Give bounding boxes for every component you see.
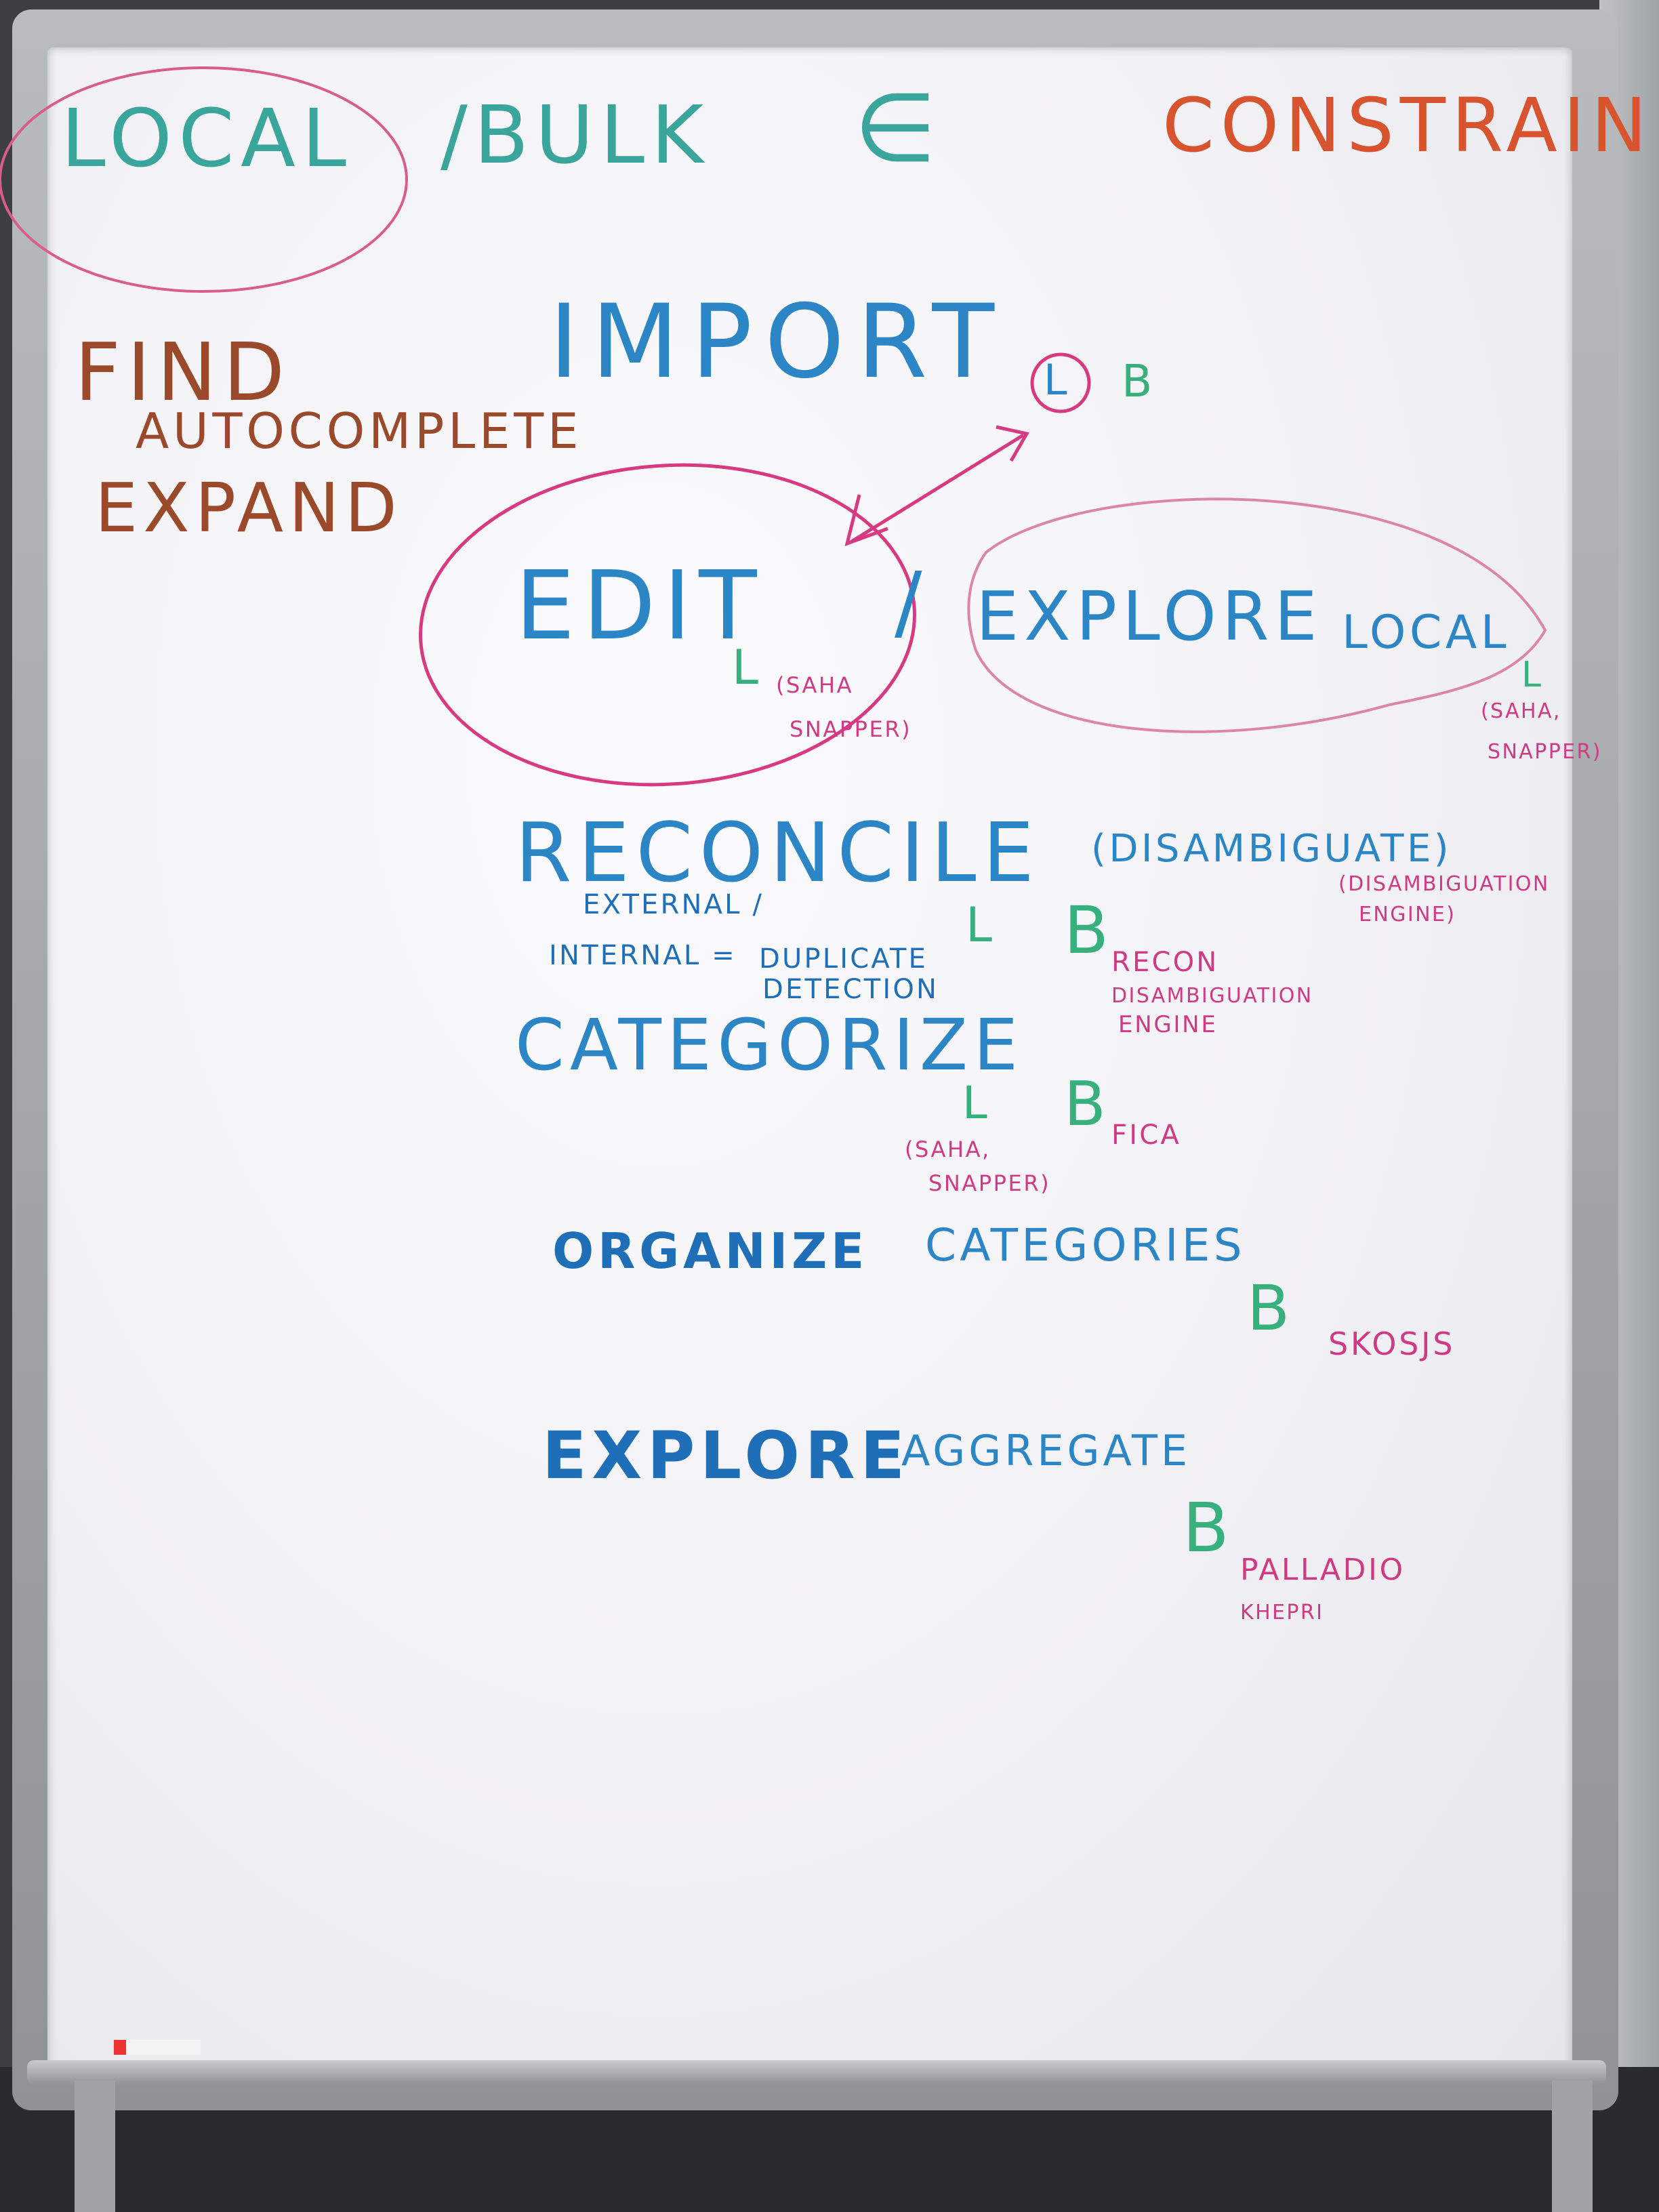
local-circle — [0, 66, 408, 293]
categorize-bulk-marker: B — [1064, 1069, 1111, 1140]
find-autocomplete: AUTOCOMPLETE — [136, 403, 583, 459]
explore-local-word: LOCAL — [1342, 606, 1511, 659]
organize-categories: CATEGORIES — [925, 1219, 1246, 1271]
import-title: IMPORT — [549, 283, 1007, 401]
edit-import-arrow — [849, 433, 1025, 544]
categorize-b-tool: FICA — [1111, 1120, 1181, 1151]
reconcile-duplicate: DUPLICATE — [759, 943, 928, 975]
edit-slash: / — [895, 556, 929, 650]
edit-circle — [419, 463, 916, 787]
import-bulk-marker: B — [1122, 355, 1156, 407]
edit-tools-line2: SNAPPER) — [790, 716, 912, 742]
categorize-tools-line1: (SAHA, — [905, 1136, 991, 1162]
explore-local-circle — [967, 497, 1547, 733]
find-expand: EXPAND — [95, 468, 403, 548]
whiteboard-surface — [47, 47, 1572, 2074]
categorize-local-marker: L — [962, 1077, 991, 1129]
explore-local-tools-line1: (SAHA, — [1481, 699, 1561, 723]
reconcile-disambiguate: (DISAMBIGUATE) — [1091, 827, 1452, 871]
import-local-marker: L — [1044, 355, 1071, 405]
explore-local-tools-line2: SNAPPER) — [1488, 740, 1602, 764]
marker-tray — [27, 2060, 1606, 2085]
stand-leg-left — [75, 2081, 115, 2212]
reconcile-local-marker: L — [966, 897, 996, 953]
explore-local-marker: L — [1521, 655, 1544, 695]
edit-title: EDIT — [515, 551, 764, 661]
reconcile-engine-line1: (DISAMBIGUATION — [1338, 872, 1550, 896]
organize-bulk-marker: B — [1247, 1272, 1295, 1345]
explore-aggregate-tool1: PALLADIO — [1240, 1553, 1406, 1587]
arrow-head-import — [996, 425, 1029, 462]
categorize-tools-line2: SNAPPER) — [928, 1170, 1051, 1196]
reconcile-detection: DETECTION — [762, 974, 939, 1005]
reconcile-bulk-marker: B — [1064, 893, 1114, 968]
explore-aggregate-title: EXPLORE — [542, 1418, 910, 1494]
reconcile-engine-line2: ENGINE) — [1359, 903, 1456, 926]
header-element-of: ∈ — [854, 73, 945, 184]
reconcile-external: EXTERNAL / — [583, 889, 764, 920]
reconcile-b-line3: ENGINE — [1118, 1011, 1218, 1038]
reconcile-b-line2: DISAMBIGUATION — [1111, 984, 1313, 1008]
find-title: FIND — [75, 325, 291, 419]
header-local: LOCAL — [61, 91, 353, 185]
explore-aggregate-tool2: KHEPRI — [1240, 1601, 1324, 1624]
arrow-head-edit — [844, 494, 888, 546]
organize-b-tool: SKOSJS — [1328, 1326, 1456, 1362]
organize-title: ORGANIZE — [552, 1223, 868, 1279]
categorize-title: CATEGORIZE — [515, 1004, 1024, 1086]
header-bulk: /BULK — [441, 88, 710, 182]
explore-aggregate-word: AGGREGATE — [901, 1426, 1191, 1475]
explore-aggregate-bulk-marker: B — [1183, 1488, 1235, 1568]
reconcile-b-line1: RECON — [1111, 947, 1219, 978]
edit-local-marker: L — [732, 640, 762, 695]
stand-leg-right — [1552, 2081, 1593, 2212]
import-local-circle — [1030, 352, 1091, 413]
explore-local-title: EXPLORE — [976, 577, 1323, 656]
edit-tools-line1: (SAHA — [776, 672, 854, 698]
reconcile-internal: INTERNAL = — [549, 940, 737, 971]
manufacturer-label — [114, 2040, 201, 2055]
header-constrain: CONSTRAIN — [1162, 82, 1653, 169]
reconcile-title: RECONCILE — [515, 806, 1041, 901]
